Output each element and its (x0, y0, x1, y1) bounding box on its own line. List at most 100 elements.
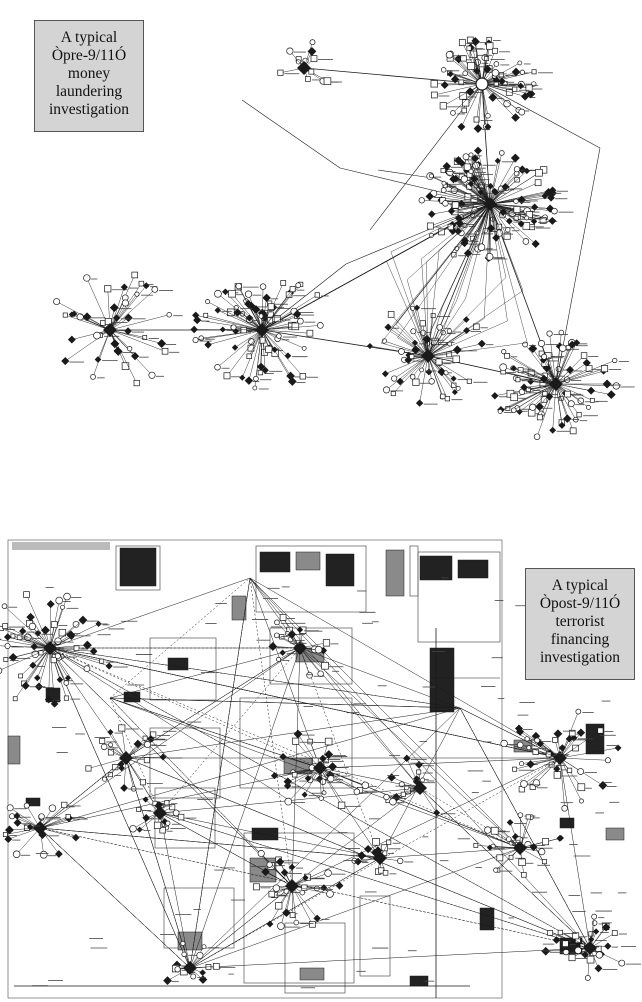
leaf-node (520, 383, 528, 392)
link-edge (109, 697, 161, 814)
leaf-node (517, 195, 526, 205)
leaf-node (604, 942, 612, 950)
spoke-edge (49, 647, 102, 662)
leaf-node (99, 658, 105, 664)
leaf-node (61, 801, 68, 809)
link-edge (319, 757, 561, 769)
leaf-node (240, 326, 247, 334)
leaf-node (246, 353, 252, 359)
leaf-node (531, 239, 540, 248)
leaf-node (314, 292, 320, 298)
spoke-edge (443, 183, 491, 205)
leaf-node (166, 312, 172, 318)
leaf-node (257, 369, 264, 376)
spoke-edge (261, 289, 293, 331)
spoke-edge (524, 344, 557, 385)
cluster-panel (255, 545, 367, 613)
leaf-node (510, 365, 517, 372)
leaf-node (517, 741, 524, 749)
spoke-edge (238, 286, 263, 331)
spoke-edge (555, 383, 593, 401)
leaf-node (601, 923, 611, 932)
leaf-node (387, 311, 395, 318)
leaf-node (142, 735, 148, 741)
leaf-node (492, 233, 500, 242)
spoke-edge (536, 383, 557, 437)
spoke-edge (489, 192, 553, 205)
leaf-node (381, 370, 389, 378)
hub-bottom-central (313, 761, 327, 775)
leaf-node (277, 922, 285, 930)
document-block (457, 559, 489, 579)
leaf-node (277, 69, 284, 76)
leaf-node (18, 673, 23, 679)
backbone-edge (481, 83, 491, 205)
leaf-node (498, 72, 504, 78)
leaf-node (578, 798, 584, 804)
leaf-node (214, 364, 221, 371)
leaf-node (438, 228, 445, 236)
leaf-node (552, 737, 558, 743)
post-911-caption-line-4: financing (550, 631, 610, 648)
leaf-node (94, 356, 102, 363)
spoke-edge (406, 758, 421, 789)
leaf-node (521, 872, 527, 878)
spoke-edge (489, 189, 553, 205)
leaf-node (493, 61, 500, 67)
cluster-panel (359, 895, 391, 977)
leaf-node (120, 283, 128, 291)
leaf-node (2, 623, 9, 629)
leaf-node (190, 973, 197, 980)
spoke-edge (555, 383, 574, 431)
leaf-node (65, 814, 71, 820)
bundle-edge (386, 261, 429, 357)
leaf-node (577, 783, 586, 792)
leaf-node (219, 326, 226, 333)
spoke-edge (519, 383, 557, 412)
spoke-edge (555, 383, 563, 426)
hub-bottom-bottom (183, 961, 197, 975)
leaf-node (337, 801, 346, 809)
leaf-node (589, 397, 595, 403)
spoke-edge (261, 853, 293, 887)
leaf-node (458, 39, 466, 47)
leaf-node (510, 153, 520, 163)
leaf-node (477, 243, 486, 251)
leaf-node (511, 67, 521, 77)
leaf-node (159, 753, 167, 761)
leaf-node (491, 392, 499, 400)
leaf-node (442, 200, 449, 207)
link-edge (49, 647, 521, 849)
leaf-node (412, 378, 420, 386)
leaf-node (288, 863, 296, 871)
spoke-edge (288, 767, 321, 802)
leaf-node (525, 387, 531, 393)
bundle-edge (456, 203, 491, 301)
leaf-node (64, 674, 71, 682)
leaf-node (468, 152, 474, 158)
leaf-node (512, 86, 518, 92)
leaf-node (518, 108, 526, 116)
spoke-edge (48, 647, 51, 700)
spoke-edge (559, 730, 601, 759)
spoke-edge (92, 329, 111, 377)
bundle-edge (427, 338, 441, 357)
leaf-node (34, 674, 41, 682)
leaf-node (565, 735, 573, 743)
spoke-edge (489, 172, 540, 205)
leaf-node (317, 670, 324, 677)
leaf-node (90, 373, 96, 380)
bundle-edge (426, 262, 429, 357)
spoke-edge (489, 203, 555, 212)
leaf-node (473, 323, 480, 331)
spoke-edge (299, 647, 326, 666)
leaf-node (324, 869, 332, 877)
leaf-node (528, 344, 538, 353)
leaf-node (577, 397, 585, 405)
leaf-node (301, 345, 307, 351)
leaf-node (353, 788, 361, 795)
spoke-edge (255, 329, 263, 379)
spoke-edge (385, 355, 429, 374)
leaf-node (319, 778, 327, 785)
spoke-edge (261, 311, 295, 331)
